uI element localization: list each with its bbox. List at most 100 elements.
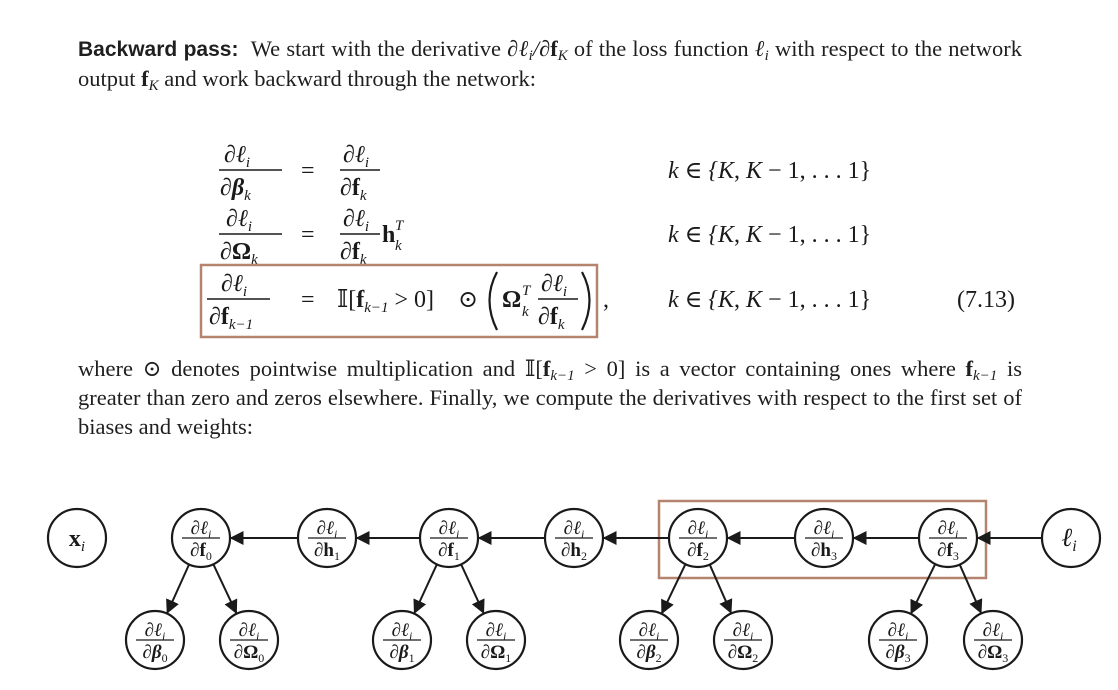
equation-row-activation: ∂ℓi ∂fk−1 = 𝕀[fk−1 > 0] ⊙ ⊙ Ω T k ∂ℓi ∂f… bbox=[207, 271, 1015, 333]
edge-f1-to-beta bbox=[413, 562, 439, 615]
edge-f2-to-beta bbox=[661, 561, 688, 615]
middle-gt-zero: > 0] bbox=[574, 356, 626, 381]
intro-text-b: of the loss function bbox=[567, 36, 755, 61]
middle-text-a: where bbox=[78, 356, 143, 381]
svg-text:T: T bbox=[395, 218, 405, 234]
svg-text:T: T bbox=[522, 283, 532, 299]
middle-f-2: f bbox=[965, 356, 974, 381]
svg-text:∂ℓi: ∂ℓi bbox=[343, 206, 369, 235]
intro-index-i: i bbox=[528, 48, 533, 64]
svg-text:∂h2: ∂h2 bbox=[561, 540, 587, 563]
node-x: xi bbox=[46, 507, 108, 569]
intro-partial-loss: ∂ℓ bbox=[507, 36, 529, 61]
node-f1: ∂ℓi∂f1 bbox=[418, 507, 480, 569]
svg-text:∂f2: ∂f2 bbox=[687, 540, 709, 563]
node-h3: ∂ℓi∂h3 bbox=[793, 507, 855, 569]
intro-text-d: and work backward through the network: bbox=[158, 66, 537, 91]
svg-text:∂ℓi: ∂ℓi bbox=[541, 271, 567, 300]
svg-text:∂ℓi: ∂ℓi bbox=[145, 620, 166, 643]
intro-text-a: We start with the derivative bbox=[250, 36, 508, 61]
svg-text:∂ℓi: ∂ℓi bbox=[938, 518, 959, 541]
edge-f0-to-omega bbox=[211, 562, 238, 615]
svg-text:∂ℓi: ∂ℓi bbox=[564, 518, 585, 541]
intro-ell-index: i bbox=[764, 48, 769, 64]
backward-pass-heading: Backward pass: bbox=[78, 38, 239, 61]
svg-text:∂ℓi: ∂ℓi bbox=[226, 206, 252, 235]
node-l: ℓi bbox=[1040, 507, 1102, 569]
svg-text:∂β3: ∂β3 bbox=[885, 642, 910, 665]
node-dbeta-2: ∂ℓi∂β2 bbox=[618, 609, 680, 671]
svg-text:∂fk: ∂fk bbox=[538, 304, 565, 333]
node-f3: ∂ℓi∂f3 bbox=[917, 507, 979, 569]
intro-f: f bbox=[550, 36, 558, 61]
middle-f: f bbox=[542, 356, 551, 381]
node-domega-3: ∂ℓi∂Ω3 bbox=[962, 609, 1024, 671]
svg-text:∂ℓi: ∂ℓi bbox=[343, 142, 369, 171]
svg-text:∂f0: ∂f0 bbox=[190, 540, 212, 563]
svg-text:=: = bbox=[301, 222, 315, 248]
svg-text:∂β0: ∂β0 bbox=[142, 642, 167, 665]
svg-text:⊙: ⊙ bbox=[458, 287, 478, 313]
svg-text:∂Ω2: ∂Ω2 bbox=[728, 642, 759, 665]
svg-text:∂Ω0: ∂Ω0 bbox=[234, 642, 265, 665]
svg-text:∂Ωk: ∂Ωk bbox=[220, 239, 258, 268]
svg-text:∂ℓi: ∂ℓi bbox=[486, 620, 507, 643]
svg-text:∂ℓi: ∂ℓi bbox=[733, 620, 754, 643]
svg-text:∂ℓi: ∂ℓi bbox=[239, 620, 260, 643]
svg-text:Ω: Ω bbox=[502, 287, 521, 313]
edge-f2-to-omega bbox=[707, 562, 733, 614]
svg-text:∂h1: ∂h1 bbox=[314, 540, 340, 563]
middle-indicator: 𝕀[ bbox=[524, 356, 543, 381]
svg-text:∂ℓi: ∂ℓi bbox=[392, 620, 413, 643]
svg-text:∂ℓi: ∂ℓi bbox=[639, 620, 660, 643]
middle-paragraph: where ⊙ denotes pointwise multiplication… bbox=[78, 354, 1022, 441]
right-paren bbox=[581, 271, 591, 331]
svg-text:𝕀[fk−1 > 0]: 𝕀[fk−1 > 0] bbox=[337, 287, 434, 316]
svg-text:k ∈ {K, K − 1, . . . 1}: k ∈ {K, K − 1, . . . 1} bbox=[668, 287, 871, 313]
edge-f1-to-omega bbox=[459, 562, 485, 615]
node-domega-1: ∂ℓi∂Ω1 bbox=[465, 609, 527, 671]
intro-output-f: f bbox=[141, 66, 149, 91]
svg-text:ℓi: ℓi bbox=[1061, 523, 1076, 555]
svg-text:∂β1: ∂β1 bbox=[389, 642, 414, 665]
svg-text:∂f3: ∂f3 bbox=[937, 540, 959, 563]
svg-text:∂Ω1: ∂Ω1 bbox=[481, 642, 512, 665]
left-paren bbox=[488, 271, 498, 331]
intro-paragraph: Backward pass: We start with the derivat… bbox=[78, 34, 1023, 94]
middle-k-minus-1-2: k−1 bbox=[973, 368, 998, 384]
node-h1: ∂ℓi∂h1 bbox=[296, 507, 358, 569]
svg-text:xi: xi bbox=[69, 526, 85, 555]
svg-text:k: k bbox=[395, 238, 402, 254]
svg-text:,: , bbox=[603, 287, 609, 313]
svg-text:∂ℓi: ∂ℓi bbox=[983, 620, 1004, 643]
node-domega-0: ∂ℓi∂Ω0 bbox=[218, 609, 280, 671]
node-f0: ∂ℓi∂f0 bbox=[170, 507, 232, 569]
svg-text:∂f1: ∂f1 bbox=[438, 540, 460, 563]
node-h2: ∂ℓi∂h2 bbox=[543, 507, 605, 569]
middle-k-minus-1: k−1 bbox=[550, 368, 575, 384]
svg-text:k: k bbox=[522, 304, 529, 320]
svg-text:∂ℓi: ∂ℓi bbox=[439, 518, 460, 541]
node-dbeta-3: ∂ℓi∂β3 bbox=[867, 609, 929, 671]
svg-text:∂fk−1: ∂fk−1 bbox=[209, 304, 253, 333]
intro-output-K: K bbox=[148, 78, 159, 94]
node-domega-2: ∂ℓi∂Ω2 bbox=[712, 609, 774, 671]
equation-number: (7.13) bbox=[957, 287, 1015, 313]
svg-text:∂ℓi: ∂ℓi bbox=[221, 271, 247, 300]
svg-text:∂ℓi: ∂ℓi bbox=[888, 620, 909, 643]
svg-text:k ∈ {K, K − 1, . . . 1}: k ∈ {K, K − 1, . . . 1} bbox=[668, 222, 871, 248]
diagram-nodes: xi∂ℓi∂f0∂ℓi∂h1∂ℓi∂f1∂ℓi∂h2∂ℓi∂f2∂ℓi∂h3∂ℓ… bbox=[46, 507, 1102, 671]
svg-text:∂fk: ∂fk bbox=[340, 239, 367, 268]
svg-text:∂ℓi: ∂ℓi bbox=[688, 518, 709, 541]
svg-text:∂ℓi: ∂ℓi bbox=[317, 518, 338, 541]
edge-f0-to-beta bbox=[166, 562, 191, 614]
node-dbeta-0: ∂ℓi∂β0 bbox=[124, 609, 186, 671]
svg-text:∂h3: ∂h3 bbox=[811, 540, 837, 563]
edge-f3-to-beta bbox=[910, 561, 938, 615]
svg-text:∂ℓi: ∂ℓi bbox=[814, 518, 835, 541]
svg-text:∂fk: ∂fk bbox=[340, 175, 367, 204]
intro-text-c: with respect to the network output bbox=[78, 36, 1023, 91]
svg-text:h: h bbox=[382, 222, 395, 248]
